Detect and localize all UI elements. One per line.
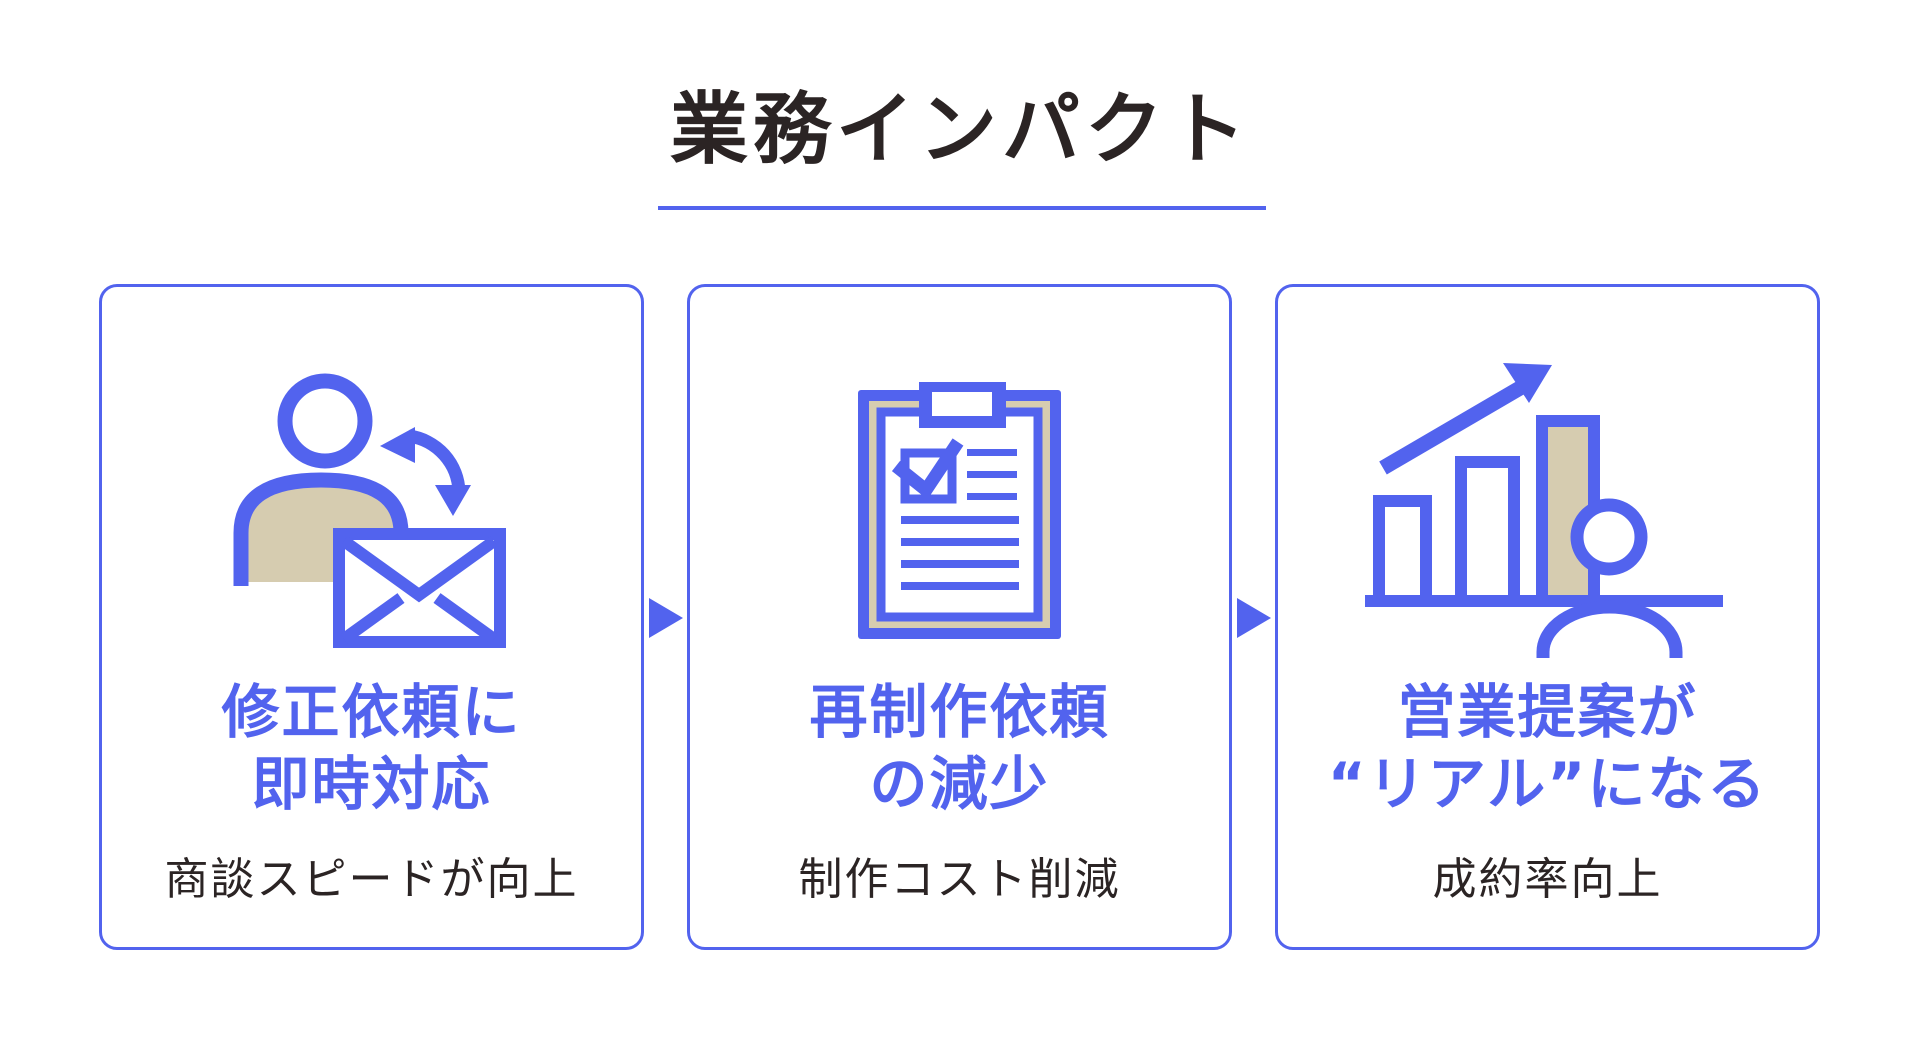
- page-title: 業務インパクト: [669, 85, 1251, 175]
- card-heading-line2: “リアル”になる: [1327, 749, 1768, 818]
- card-heading: 営業提案が “リアル”になる: [1328, 677, 1768, 821]
- card-heading: 修正依頼に 即時対応: [221, 677, 521, 821]
- title-underline: [658, 206, 1266, 210]
- impact-card-sales-proposal: 営業提案が “リアル”になる 成約率向上: [1275, 284, 1820, 950]
- card-heading: 再制作依頼 の減少: [809, 677, 1109, 821]
- card-heading-line1: 営業提案が: [1397, 678, 1698, 746]
- impact-cards-row: 修正依頼に 即時対応 商談スピードが向上: [99, 284, 1820, 950]
- card-heading-line1: 再制作依頼: [809, 678, 1110, 746]
- next-step-arrow-icon: [649, 598, 683, 638]
- card-subtext: 成約率向上: [1432, 853, 1663, 905]
- impact-card-revision-response: 修正依頼に 即時対応 商談スピードが向上: [99, 284, 644, 950]
- person-mail-refresh-icon: [233, 373, 506, 648]
- card-subtext: 商談スピードが向上: [164, 853, 579, 905]
- card-subtext: 制作コスト削減: [798, 853, 1121, 905]
- growth-chart-person-icon: [1365, 349, 1730, 671]
- clipboard-checklist-icon: [858, 349, 1061, 671]
- card-heading-line2: の減少: [869, 749, 1050, 818]
- next-step-arrow-icon: [1237, 598, 1271, 638]
- card-heading-line1: 修正依頼に: [221, 678, 522, 746]
- growth-chart-person-icon: [1365, 363, 1723, 658]
- impact-card-rework-reduction: 再制作依頼 の減少 制作コスト削減: [687, 284, 1232, 950]
- person-mail-refresh-icon: [231, 349, 513, 671]
- clipboard-checklist-icon: [858, 381, 1061, 639]
- card-heading-line2: 即時対応: [251, 749, 492, 818]
